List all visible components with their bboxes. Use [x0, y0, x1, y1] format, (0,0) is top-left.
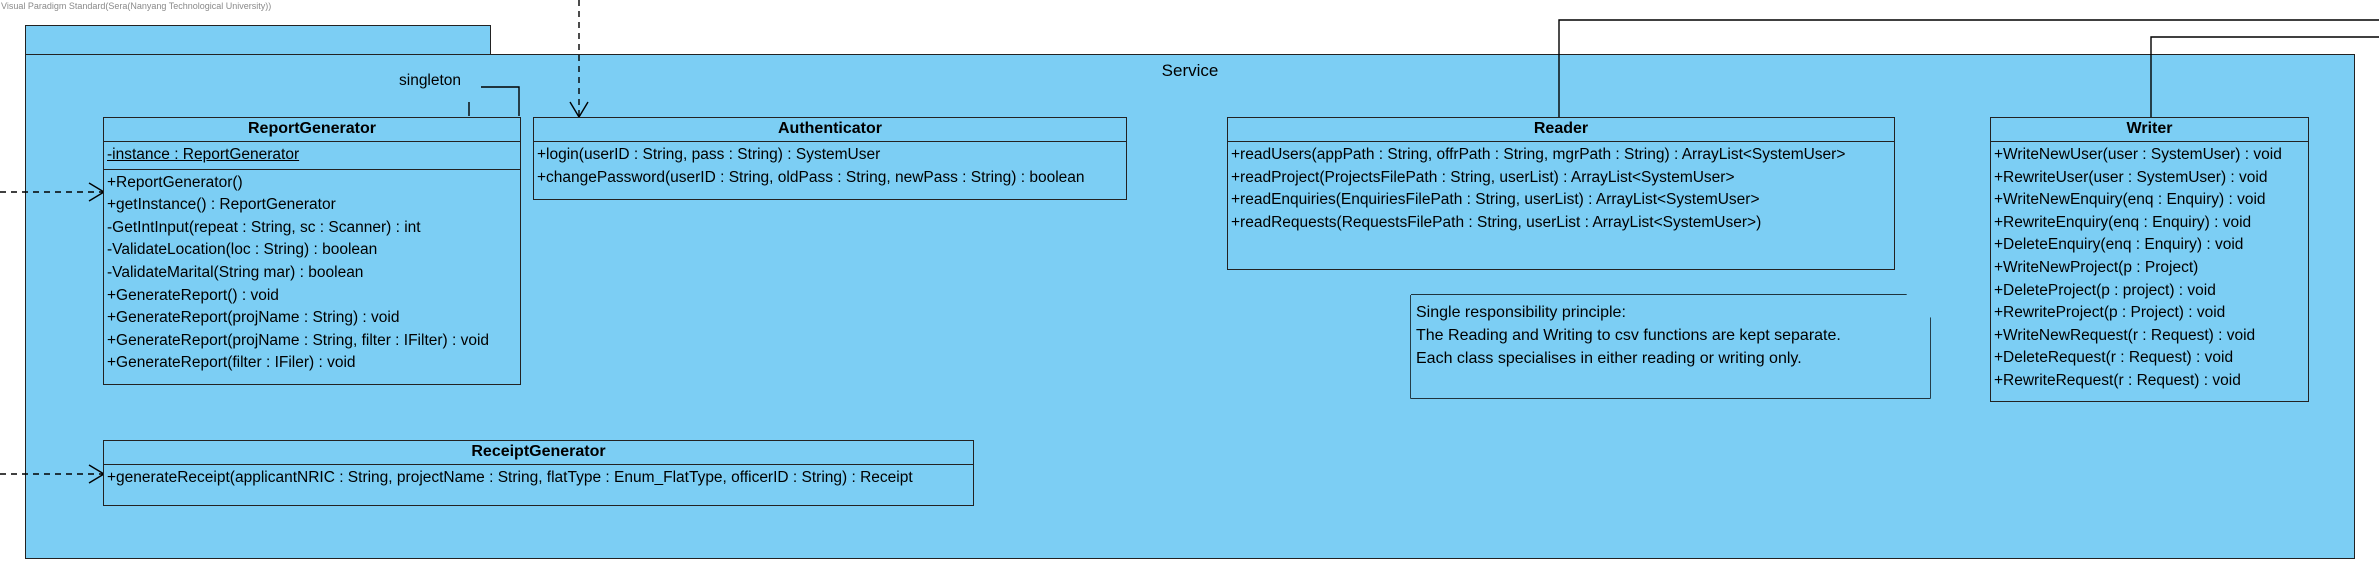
- operation: +readRequests(RequestsFilePath : String,…: [1231, 213, 1762, 231]
- singleton-label: singleton: [399, 72, 462, 89]
- class-name: ReportGenerator: [104, 118, 520, 142]
- operation: +getInstance() : ReportGenerator: [107, 196, 336, 214]
- operation: +DeleteRequest(r : Request) : void: [1994, 349, 2234, 367]
- class-writer[interactable]: Writer +WriteNewUser(user : SystemUser) …: [1990, 117, 2309, 402]
- writer-association-line: [2150, 36, 2379, 117]
- note-single-responsibility[interactable]: Single responsibility principle: The Rea…: [1411, 295, 1930, 398]
- operation: +RewriteRequest(r : Request) : void: [1994, 371, 2241, 389]
- class-receiptgenerator[interactable]: ReceiptGenerator +generateReceipt(applic…: [103, 440, 974, 506]
- operation: +WriteNewRequest(r : Request) : void: [1994, 326, 2256, 344]
- class-name: Authenticator: [534, 118, 1126, 142]
- operation: +RewriteProject(p : Project) : void: [1994, 304, 2226, 322]
- note-line: Single responsibility principle:: [1416, 304, 1626, 321]
- class-reader[interactable]: Reader +readUsers(appPath : String, offr…: [1227, 117, 1895, 270]
- operation: -GetIntInput(repeat : String, sc : Scann…: [107, 218, 421, 236]
- operations-compartment: +readUsers(appPath : String, offrPath : …: [1228, 142, 1894, 236]
- operation: +WriteNewProject(p : Project): [1994, 258, 2199, 276]
- operation: +GenerateReport(projName : String, filte…: [107, 331, 490, 349]
- singleton-self-association-loop: [481, 86, 520, 116]
- operation: +readUsers(appPath : String, offrPath : …: [1231, 146, 1846, 163]
- operations-compartment: +login(userID : String, pass : String) :…: [534, 142, 1126, 191]
- operation: +readProject(ProjectsFilePath : String, …: [1231, 168, 1735, 186]
- operation: +RewriteUser(user : SystemUser) : void: [1994, 168, 2268, 186]
- attribute-instance: -instance : ReportGenerator: [107, 146, 300, 163]
- class-name: Reader: [1228, 118, 1894, 142]
- operation: +readEnquiries(EnquiriesFilePath : Strin…: [1231, 191, 1760, 209]
- operation: -ValidateMarital(String mar) : boolean: [107, 263, 364, 281]
- class-authenticator[interactable]: Authenticator +login(userID : String, pa…: [533, 117, 1127, 200]
- operations-compartment: +generateReceipt(applicantNRIC : String,…: [104, 465, 973, 492]
- operation: +generateReceipt(applicantNRIC : String,…: [107, 469, 913, 486]
- operation: +DeleteProject(p : project) : void: [1994, 281, 2216, 299]
- operation: +DeleteEnquiry(enq : Enquiry) : void: [1994, 236, 2244, 254]
- operation: +GenerateReport() : void: [107, 286, 279, 304]
- operation: +ReportGenerator(): [107, 173, 243, 191]
- operation: +changePassword(userID : String, oldPass…: [537, 168, 1085, 186]
- operation: +WriteNewEnquiry(enq : Enquiry) : void: [1994, 191, 2266, 209]
- class-name: Writer: [1991, 118, 2308, 142]
- operation: +GenerateReport(projName : String) : voi…: [107, 309, 400, 327]
- attributes-compartment: -instance : ReportGenerator: [104, 142, 520, 170]
- reader-association-line: [1558, 19, 2379, 117]
- operation: -ValidateLocation(loc : String) : boolea…: [107, 241, 378, 259]
- operations-compartment: +ReportGenerator() +getInstance() : Repo…: [104, 170, 520, 377]
- class-reportgenerator[interactable]: ReportGenerator -instance : ReportGenera…: [103, 117, 521, 385]
- operation: +GenerateReport(filter : IFiler) : void: [107, 354, 356, 372]
- note-line: The Reading and Writing to csv functions…: [1416, 327, 1841, 344]
- operations-compartment: +WriteNewUser(user : SystemUser) : void …: [1991, 142, 2308, 395]
- operation: +RewriteEnquiry(enq : Enquiry) : void: [1994, 213, 2252, 231]
- operation: +login(userID : String, pass : String) :…: [537, 146, 881, 163]
- package-tab: [25, 25, 491, 54]
- package-name: Service: [1161, 61, 1219, 80]
- operation: +WriteNewUser(user : SystemUser) : void: [1994, 146, 2282, 163]
- note-line: Each class specialises in either reading…: [1416, 350, 1802, 367]
- class-name: ReceiptGenerator: [104, 441, 973, 465]
- watermark: Visual Paradigm Standard(Sera(Nanyang Te…: [1, 1, 272, 11]
